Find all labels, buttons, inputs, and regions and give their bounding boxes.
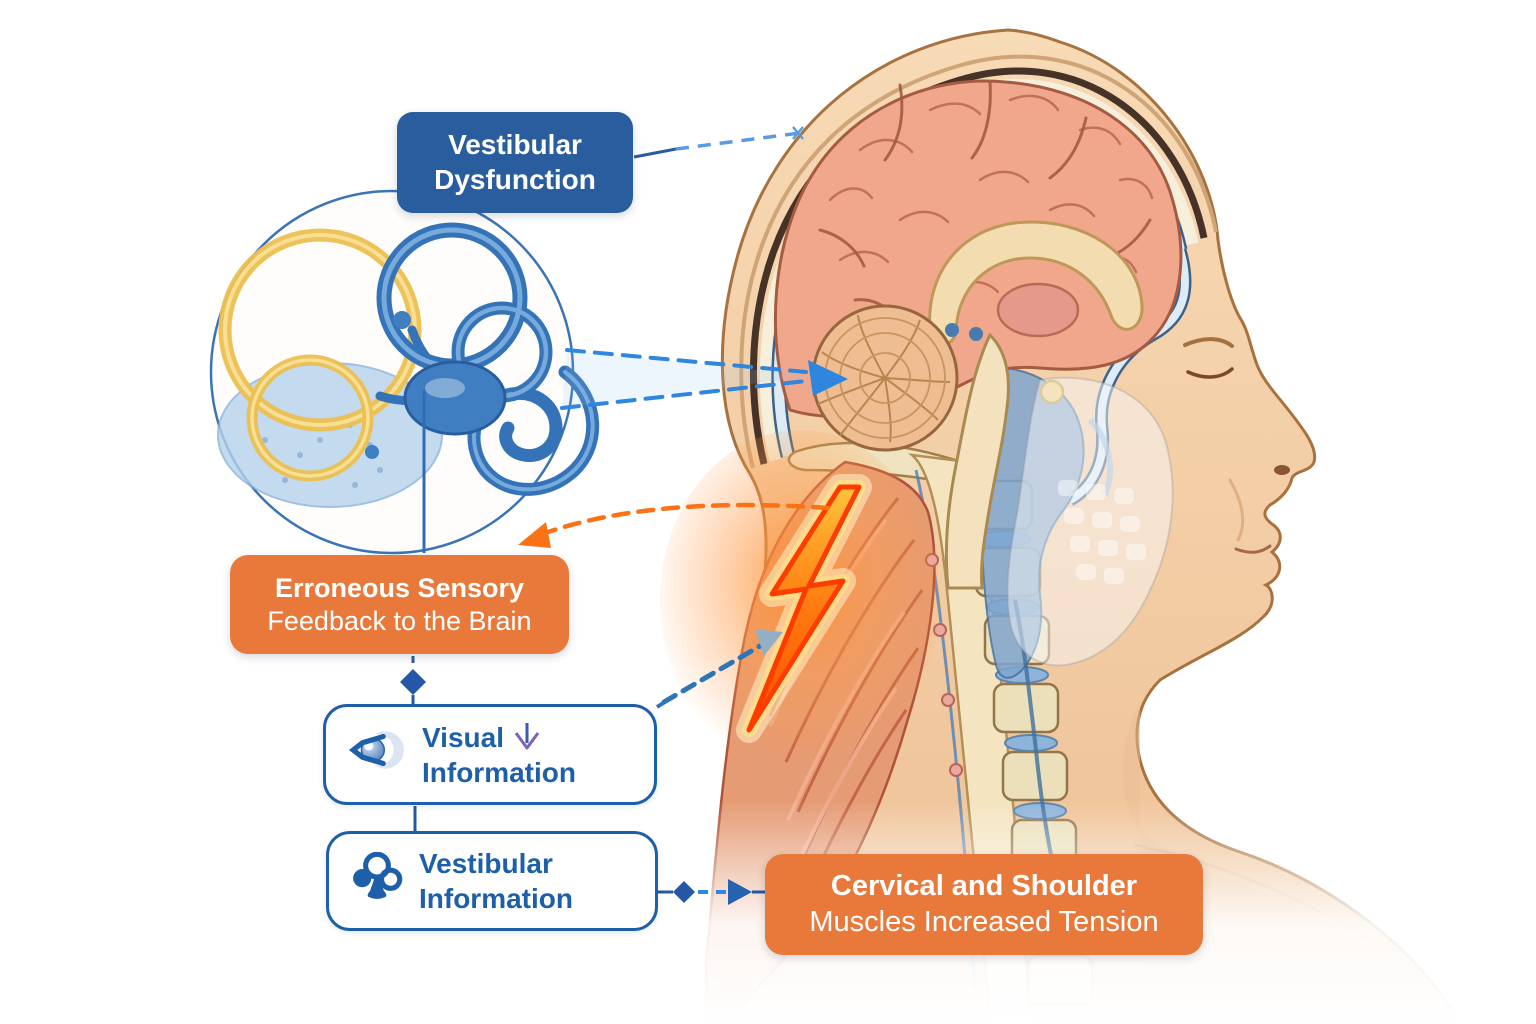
vestibular-information-label: Vestibular Information: [326, 831, 658, 931]
label-line: Feedback to the Brain: [267, 605, 532, 636]
vestibular-canals-icon: [351, 851, 403, 910]
face-details: [1183, 337, 1290, 554]
label-line: Muscles Increased Tension: [809, 905, 1159, 938]
connector-vestibular-to-cervical: [658, 879, 766, 905]
visual-information-label: Visual Information: [323, 704, 657, 805]
connector-inset-to-cerebellum: [560, 348, 848, 410]
jaw-overlay: [1006, 376, 1174, 667]
connector-flash-to-feedback: [518, 502, 831, 548]
label-line: Cervical and Shoulder: [830, 870, 1138, 903]
label-line: Visual: [422, 721, 504, 753]
label-line: Vestibular: [448, 129, 582, 161]
label-line: Information: [422, 756, 576, 788]
inner-ear-labyrinth-illustration: [209, 189, 600, 555]
neck-tension-flash: [660, 430, 940, 770]
connector-dysfunction-to-skull: [633, 126, 804, 159]
label-line: Vestibular: [419, 848, 553, 879]
brainstem: [944, 332, 1010, 590]
cervical-tension-label: Cervical and Shoulder Muscles Increased …: [765, 854, 1203, 955]
vestibular-dysfunction-label: Vestibular Dysfunction: [397, 112, 633, 213]
label-line: Dysfunction: [434, 163, 596, 195]
connector-visual-to-flash: [655, 629, 783, 709]
eye-icon: [348, 727, 406, 781]
label-line: Information: [419, 883, 573, 914]
label-line: Erroneous Sensory: [274, 572, 525, 603]
erroneous-feedback-label: Erroneous Sensory Feedback to the Brain: [230, 555, 569, 654]
thalamus: [996, 282, 1080, 338]
down-arrow-icon: [514, 723, 540, 750]
cerebellum: [811, 304, 959, 452]
corpus-callosum: [928, 220, 1144, 346]
lightning-bolt-icon: [736, 474, 872, 743]
